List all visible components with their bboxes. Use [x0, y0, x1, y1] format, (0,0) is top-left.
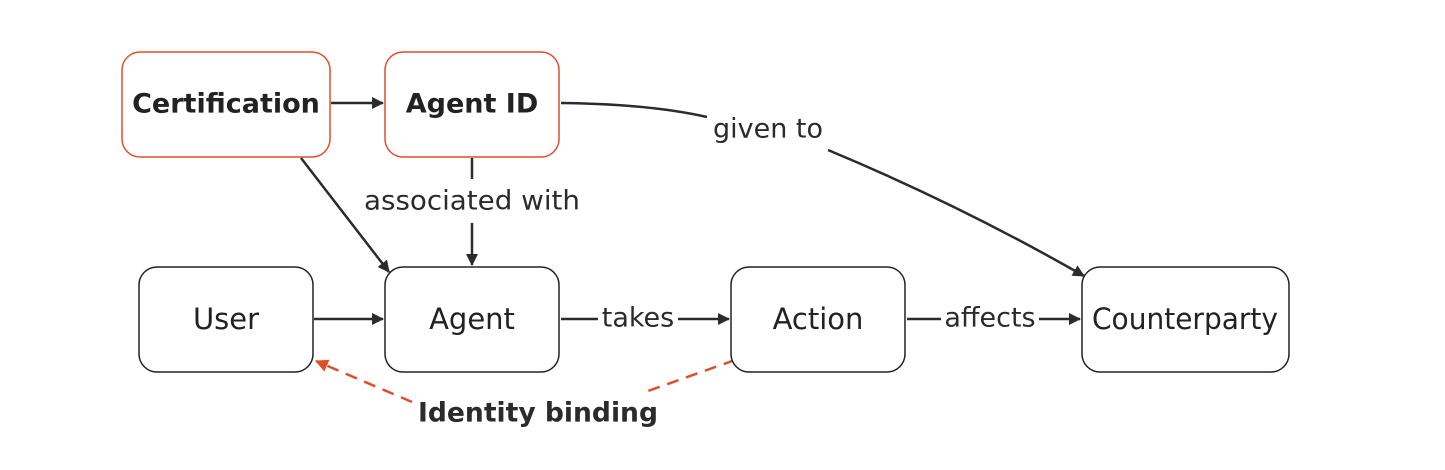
edge-label-given-to: given to [713, 114, 823, 145]
node-certification-label: Certification [132, 89, 320, 120]
node-counterparty-label: Counterparty [1092, 302, 1278, 336]
edge-identity-binding-right [647, 358, 736, 393]
node-user: User [138, 266, 314, 373]
node-action: Action [730, 266, 906, 373]
node-certification: Certification [121, 51, 331, 158]
edge-label-identity-binding: Identity binding [418, 398, 658, 429]
node-counterparty: Counterparty [1081, 266, 1290, 373]
edge-label-affects: affects [944, 303, 1035, 334]
node-agent-id: Agent ID [384, 51, 560, 158]
node-agent-label: Agent [429, 302, 515, 336]
edge-label-associated-with: associated with [364, 186, 580, 217]
edge-certification-to-agent [300, 157, 390, 273]
edge-identity-binding-left [315, 359, 413, 404]
node-agent-id-label: Agent ID [406, 89, 539, 120]
node-action-label: Action [773, 302, 864, 336]
node-user-label: User [193, 302, 259, 336]
edge-agent-id-to-counterparty-start [560, 101, 708, 119]
node-agent: Agent [384, 266, 560, 373]
edge-agent-id-to-counterparty-end [827, 148, 1085, 278]
edge-label-takes: takes [602, 303, 674, 334]
